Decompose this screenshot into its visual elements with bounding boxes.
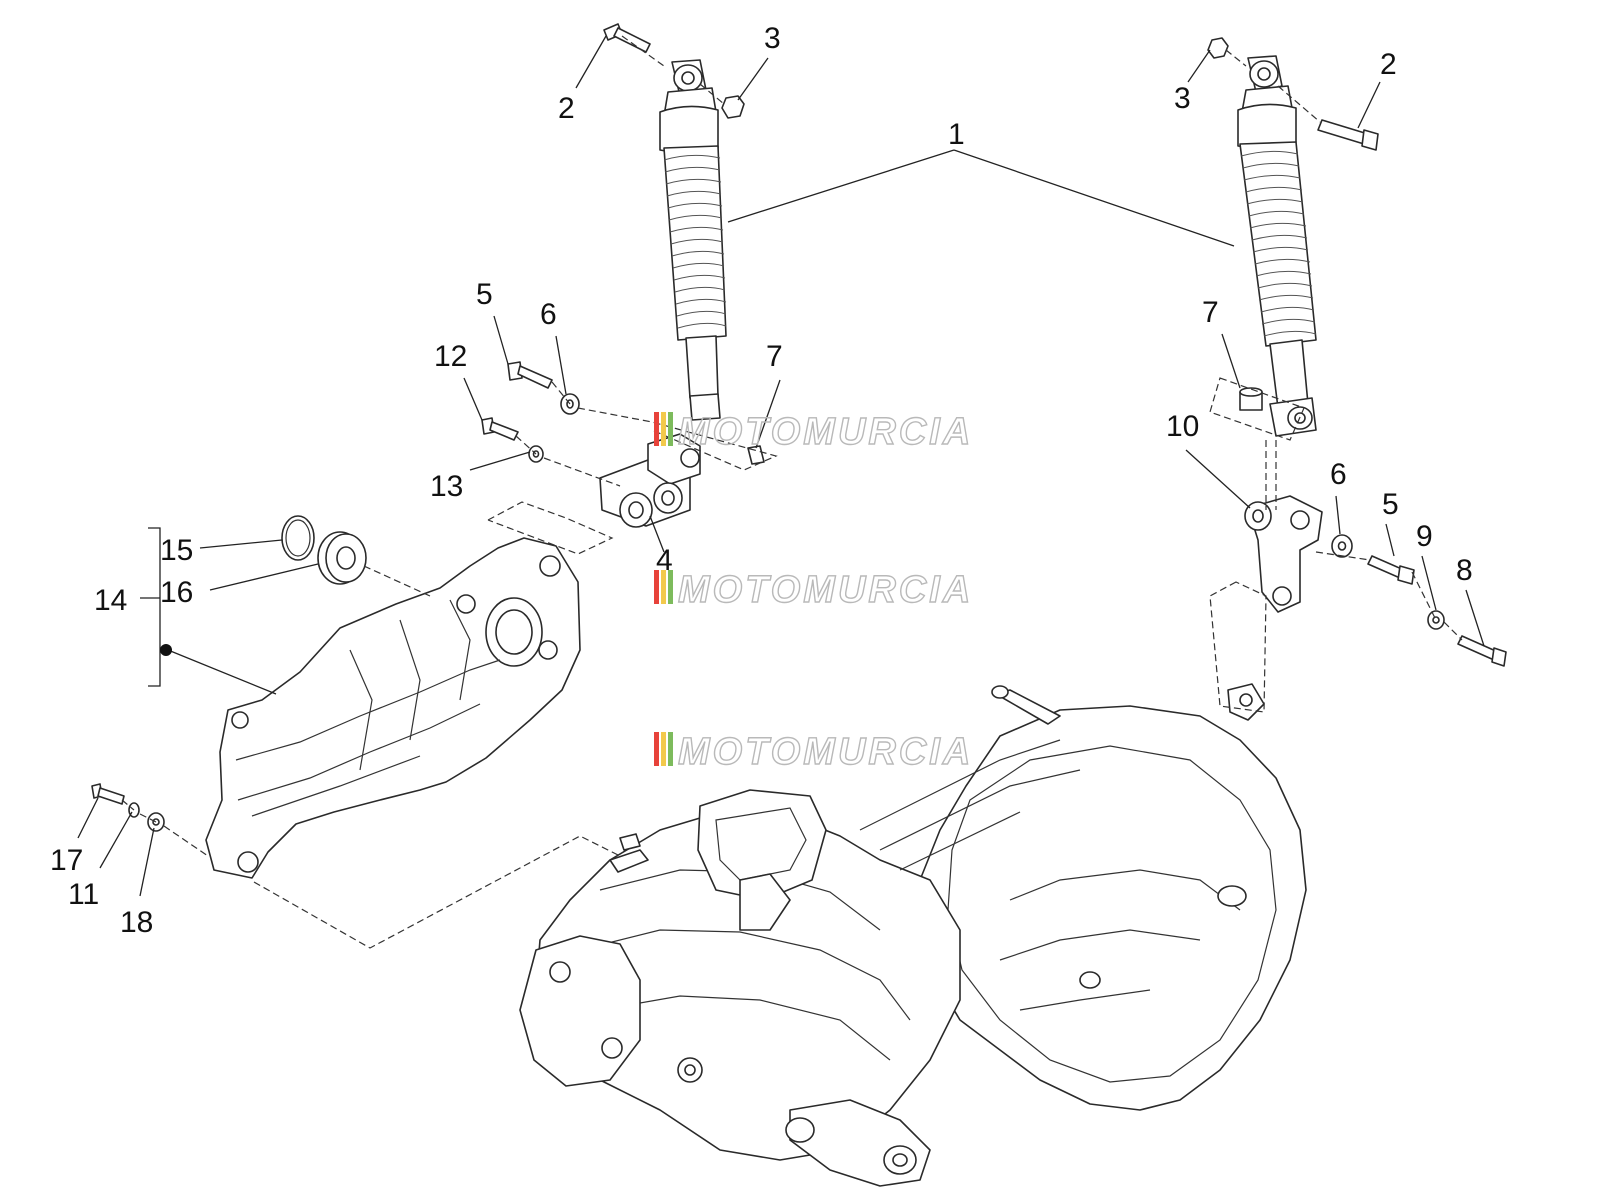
right-shock-absorber <box>1237 55 1317 437</box>
callout-14: 14 <box>94 584 127 617</box>
callout-5-right: 5 <box>1382 488 1399 521</box>
callout-3-left: 3 <box>764 22 781 55</box>
left-shock-bracket <box>599 433 701 528</box>
callout-1: 1 <box>948 118 965 151</box>
right-shock-bracket <box>1244 495 1323 613</box>
watermark-1: MOTOMURCIA <box>654 410 973 454</box>
callout-7-right: 7 <box>1202 296 1219 329</box>
watermark-3: MOTOMURCIA <box>654 730 973 774</box>
watermark-text: MOTOMURCIA <box>678 731 973 773</box>
callout-10: 10 <box>1166 410 1199 443</box>
callout-6-right: 6 <box>1330 458 1347 491</box>
watermark-text: MOTOMURCIA <box>678 569 973 611</box>
engine-mount-arm <box>205 537 581 879</box>
fasteners <box>91 23 1507 832</box>
left-shock-spring-coils <box>663 154 727 329</box>
callout-11: 11 <box>68 878 99 911</box>
callout-17: 17 <box>50 844 83 877</box>
callout-16: 16 <box>160 576 193 609</box>
callout-18: 18 <box>120 906 153 939</box>
left-shock-absorber <box>659 59 727 421</box>
callout-12: 12 <box>434 340 467 373</box>
callout-6-left: 6 <box>540 298 557 331</box>
bullet-dot <box>160 644 172 656</box>
callout-3-right: 3 <box>1174 82 1191 115</box>
callout-numbers: 1 2 3 3 2 5 6 7 12 13 4 7 10 6 5 9 8 15 … <box>50 22 1473 939</box>
callout-2-right: 2 <box>1380 48 1397 81</box>
callout-9: 9 <box>1416 520 1433 553</box>
assembly-dashed-lines <box>121 35 1463 949</box>
watermark-2: MOTOMURCIA <box>654 568 973 612</box>
right-shock-spring-coils <box>1240 150 1317 337</box>
callout-4: 4 <box>656 544 673 577</box>
callout-8: 8 <box>1456 554 1473 587</box>
callout-5-left: 5 <box>476 278 493 311</box>
callout-2-left: 2 <box>558 92 575 125</box>
callout-7-left: 7 <box>766 340 783 373</box>
callout-15: 15 <box>160 534 193 567</box>
callout-13: 13 <box>430 470 463 503</box>
leader-lines <box>77 35 1485 897</box>
engine-assembly <box>519 683 1307 1187</box>
watermark-text: MOTOMURCIA <box>678 411 973 453</box>
